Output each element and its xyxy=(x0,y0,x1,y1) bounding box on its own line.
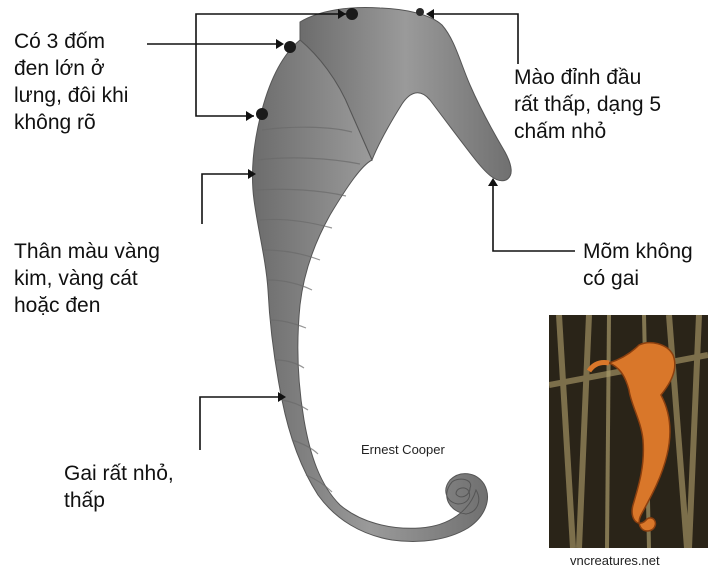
label-snout: Mõm không có gai xyxy=(583,238,693,292)
label-crown: Mào đỉnh đầu rất thấp, dạng 5 chấm nhỏ xyxy=(514,64,661,145)
label-body-color: Thân màu vàng kim, vàng cát hoặc đen xyxy=(14,238,160,319)
credit-inset-photo: vncreatures.net xyxy=(570,553,660,568)
inset-photo xyxy=(549,315,708,548)
credit-main-photo: Ernest Cooper xyxy=(361,442,445,457)
label-dorsal-spots: Có 3 đốm đen lớn ở lưng, đôi khi không r… xyxy=(14,28,128,136)
label-spines: Gai rất nhỏ, thấp xyxy=(64,460,174,514)
